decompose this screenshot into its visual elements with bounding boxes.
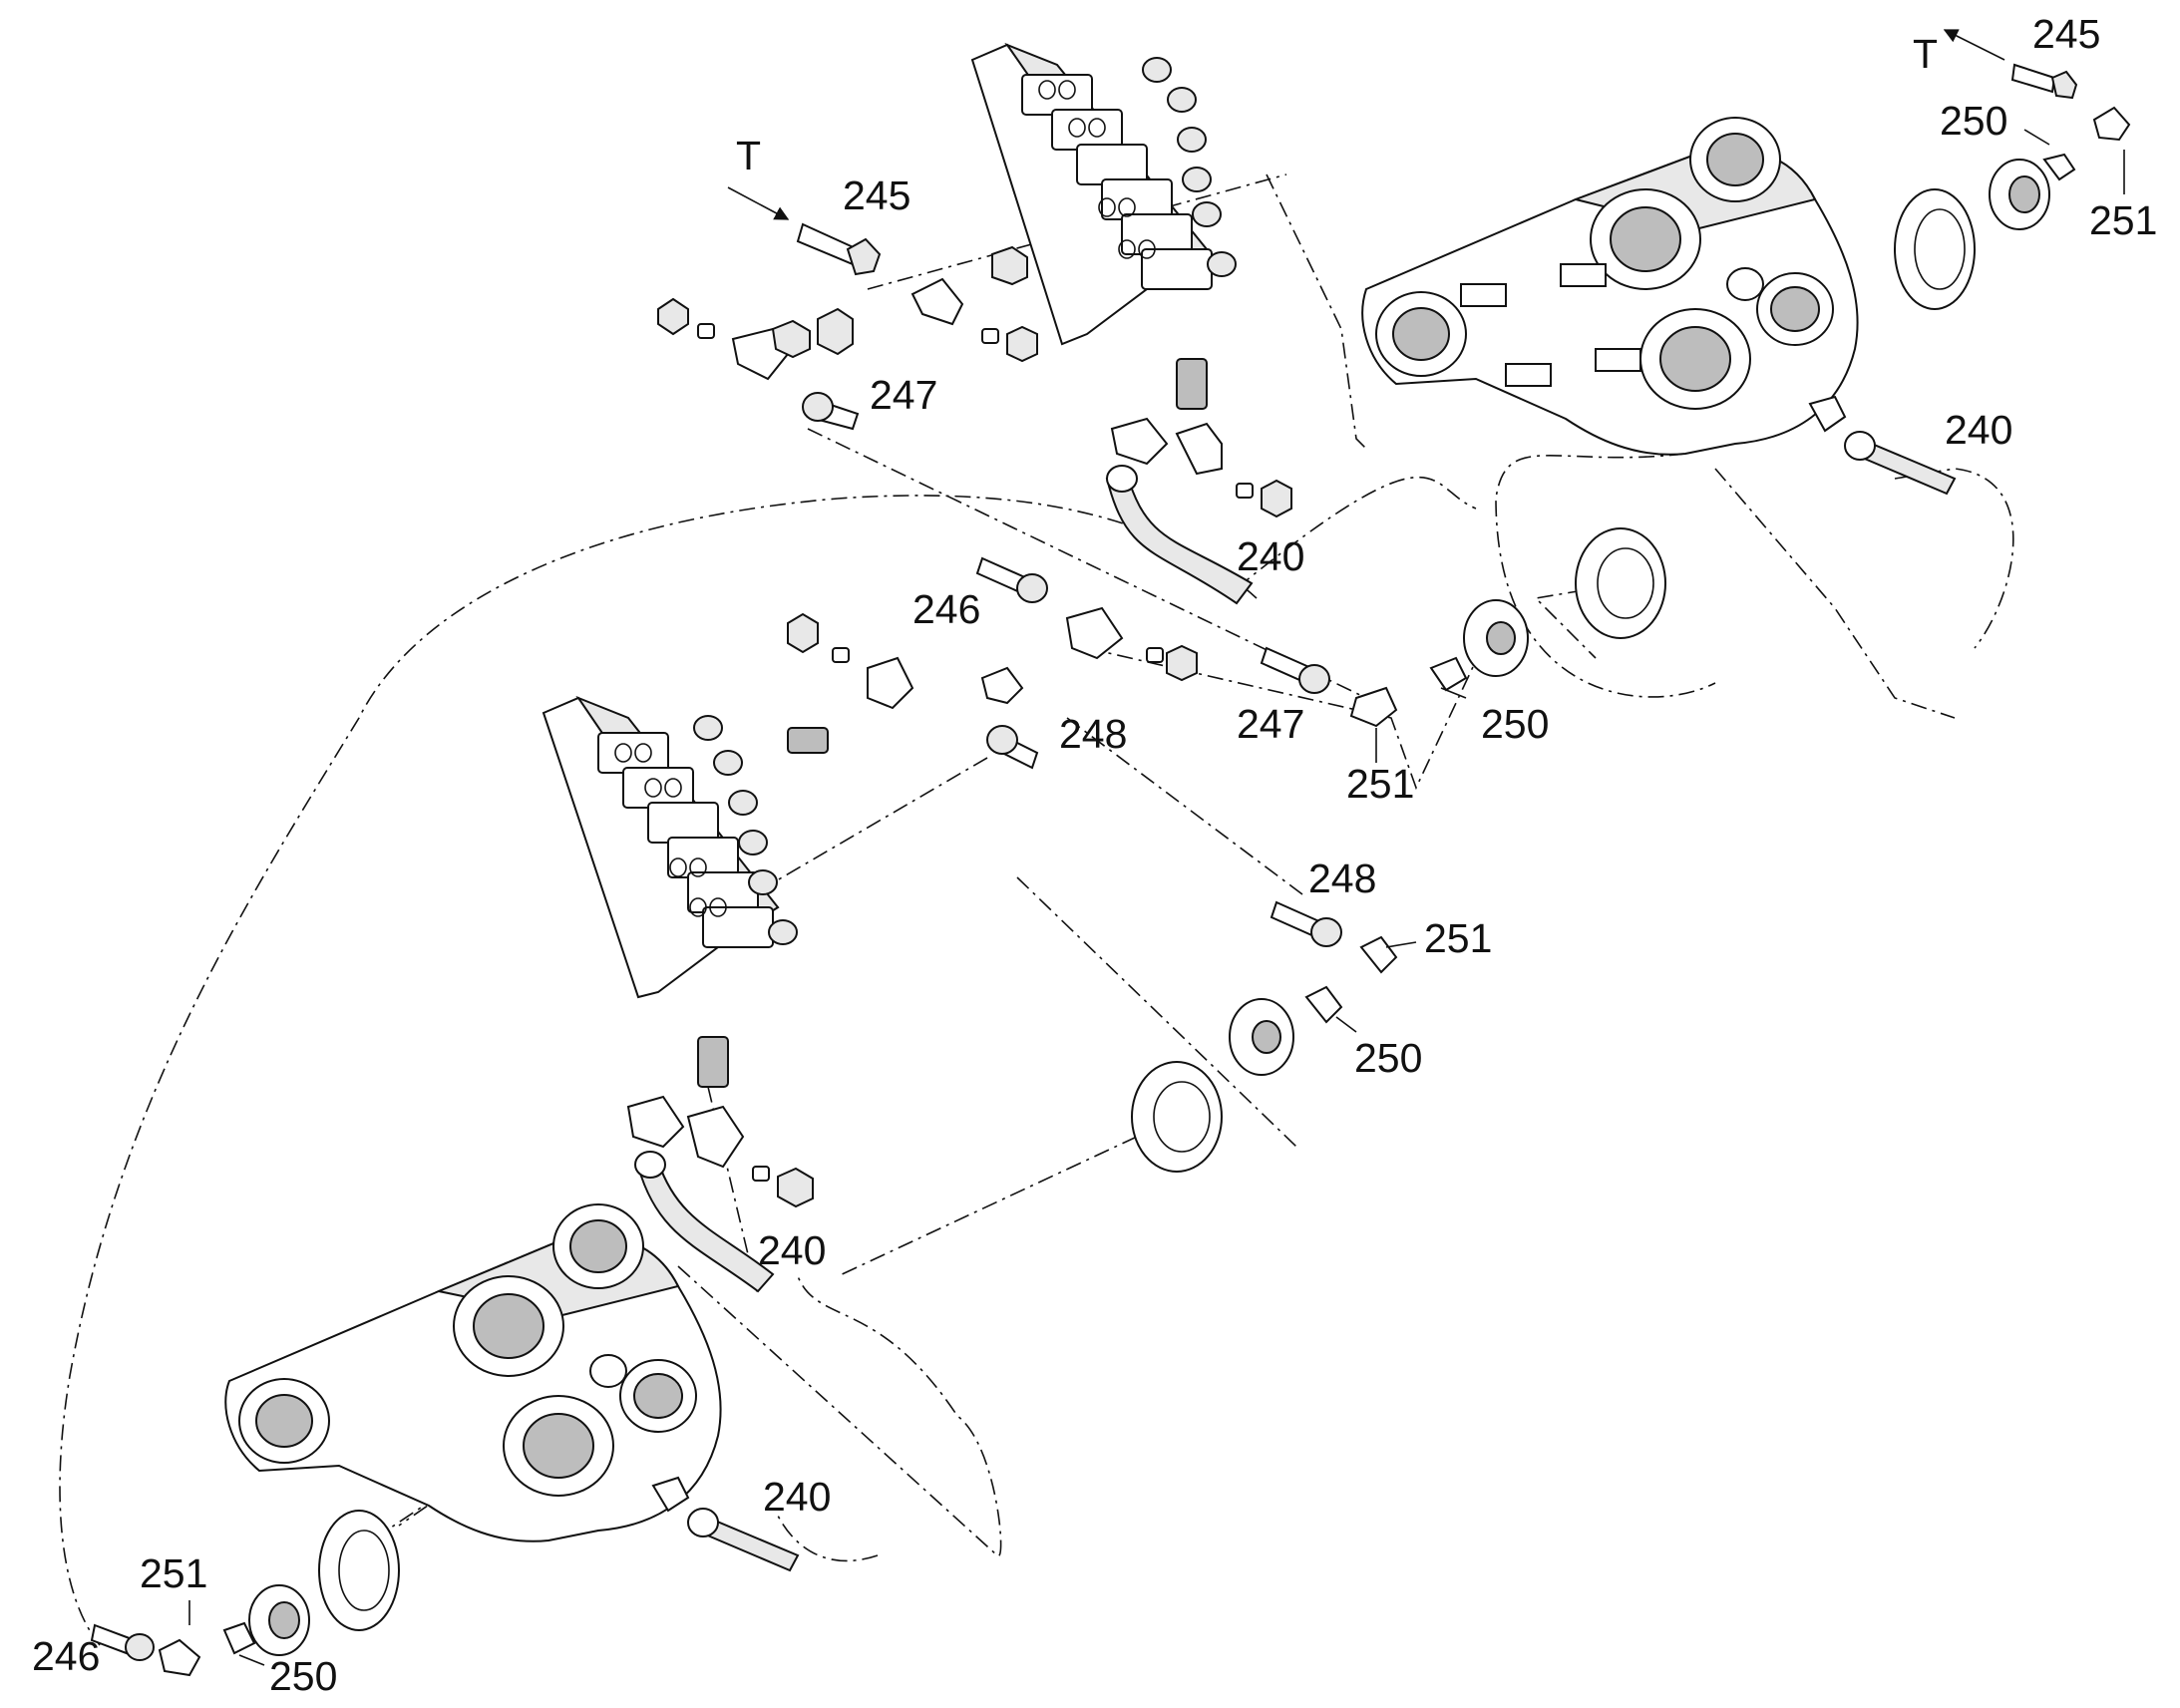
middle-distribution-block <box>542 695 798 999</box>
lower-hose-upper <box>634 1151 775 1293</box>
callout-247-upper: 247 <box>870 372 937 418</box>
callout-248-lower: 248 <box>1308 855 1376 901</box>
bolt-247-middle <box>1260 646 1330 694</box>
callout-250-bottom: 250 <box>269 1653 337 1699</box>
lower-left-parts <box>90 1476 800 1677</box>
callout-labels: T 245 247 240 246 247 251 250 248 248 25… <box>32 11 2157 1699</box>
callout-250-middle: 250 <box>1481 701 1549 747</box>
bolt-247-upper <box>802 392 860 431</box>
upper-hose <box>1105 465 1254 605</box>
callout-245-upper-right: 245 <box>2032 11 2100 57</box>
lower-fittings <box>626 1036 814 1208</box>
bolt-248-upper <box>986 725 1039 770</box>
callout-t-upper-right: T <box>1913 31 1938 77</box>
callout-245-upper-left: 245 <box>843 172 910 218</box>
upper-right-parts <box>1808 63 2131 496</box>
middle-fittings <box>787 606 1398 1024</box>
callout-251-upper-right: 251 <box>2089 197 2157 243</box>
bolt-248-lower <box>1270 900 1342 947</box>
bolt-246-middle <box>975 556 1048 603</box>
callout-t-upper-left: T <box>736 133 761 178</box>
middle-block-outlets <box>597 715 798 948</box>
callout-250-upper-right: 250 <box>1940 98 2007 144</box>
callout-248-upper: 248 <box>1059 711 1127 757</box>
callout-247-middle: 247 <box>1237 701 1304 747</box>
callout-leaders <box>188 129 2125 1666</box>
lower-pivot-housing <box>224 1203 722 1542</box>
upper-flange <box>1349 527 1666 728</box>
bolt-245-upper <box>796 222 882 276</box>
callout-240-upper: 240 <box>1237 533 1304 579</box>
t-arrow-upper-right <box>1943 29 2005 61</box>
callout-240-upper-right: 240 <box>1945 407 2012 453</box>
callout-246-bottom: 246 <box>32 1633 100 1679</box>
callout-240-middle: 240 <box>758 1227 826 1273</box>
callout-251-middle: 251 <box>1346 761 1414 807</box>
upper-fittings <box>657 245 1292 518</box>
t-arrow-upper-left <box>727 186 790 220</box>
callout-250-lower: 250 <box>1354 1035 1422 1081</box>
callout-246-middle: 246 <box>912 586 980 632</box>
upper-distribution-block <box>970 42 1237 346</box>
callout-251-lower: 251 <box>1424 915 1492 961</box>
middle-flange <box>1131 998 1294 1173</box>
upper-pivot-housing <box>1361 117 1859 456</box>
upper-block-outlets <box>1021 57 1237 290</box>
callout-240-lower: 240 <box>763 1474 831 1520</box>
callout-251-bottom: 251 <box>140 1550 207 1596</box>
